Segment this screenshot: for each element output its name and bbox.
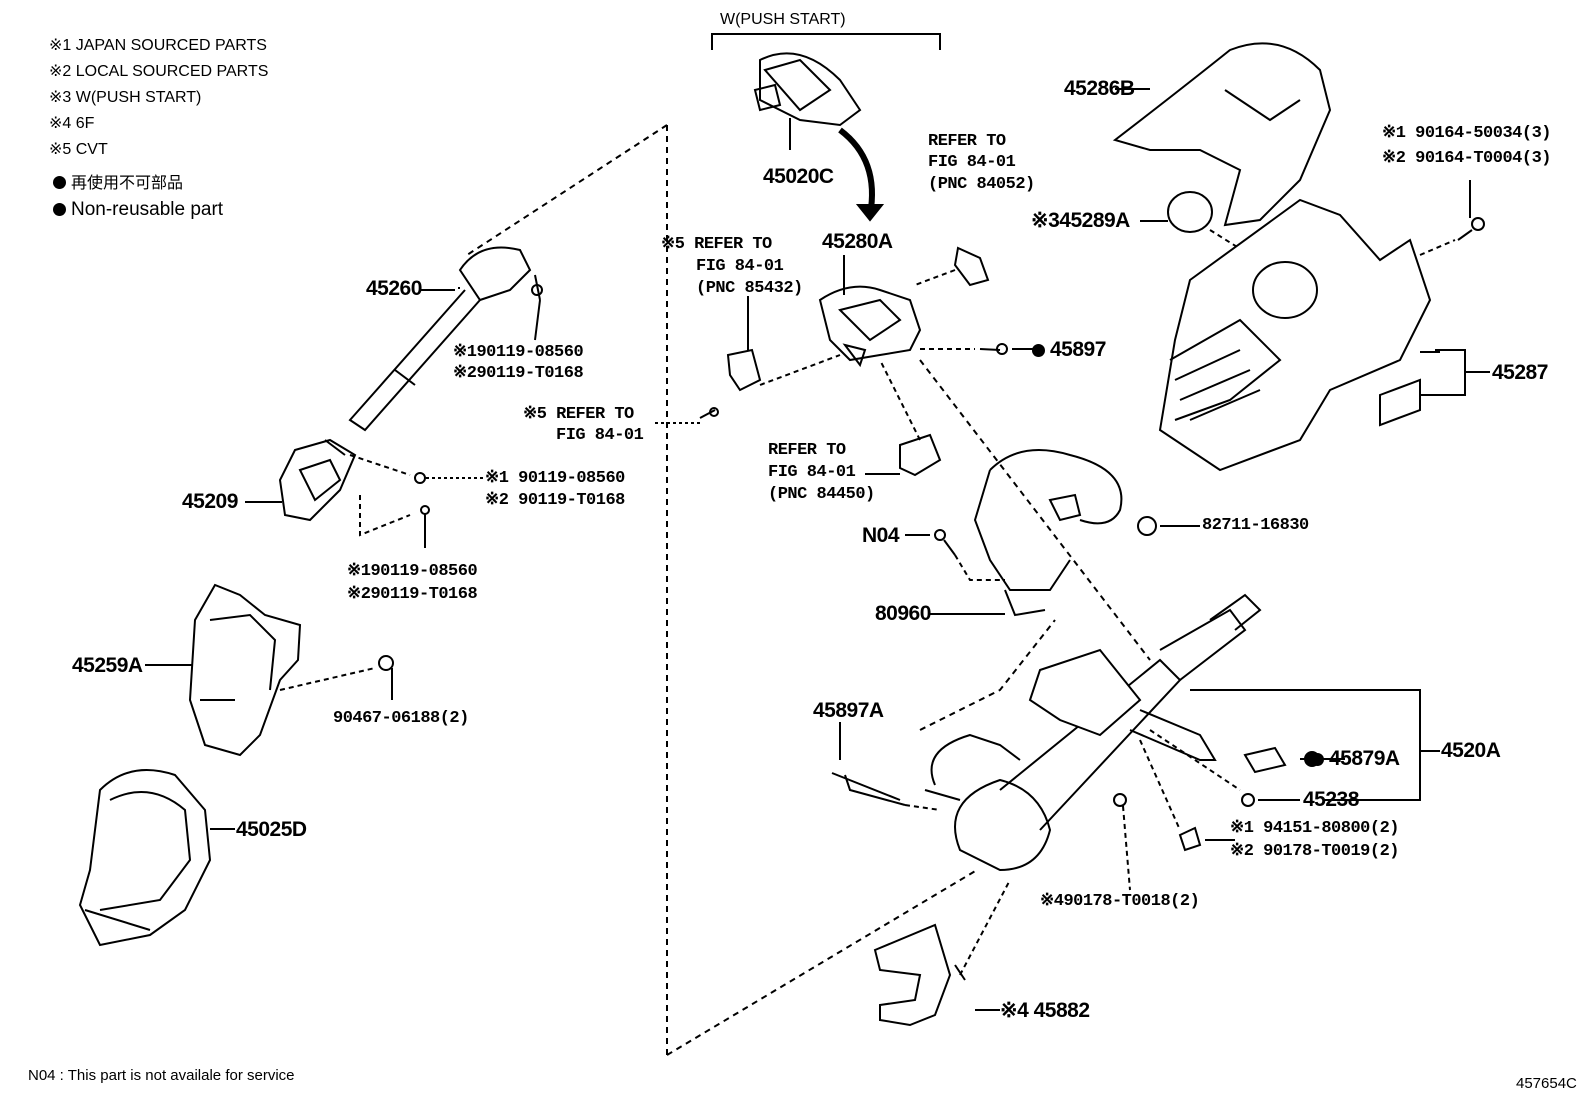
part-label-45238[interactable]: 45238 [1303,788,1359,811]
legend-non-reusable-jp: 再使用不可部品 [53,176,183,192]
part-label-4520A[interactable]: 4520A [1441,739,1501,762]
bolt-label-90119-T0168-b[interactable]: ※2 90119-T0168 [485,491,625,510]
legend-item-6f: ※4 6F [49,115,95,132]
legend-item-local: ※2 LOCAL SOURCED PARTS [49,63,269,80]
footer-note: N04 : This part is not availale for serv… [28,1067,295,1084]
bolt-label-90119-T0168-c[interactable]: ※290119-T0168 [347,585,478,604]
ignition-switch-45020C [753,52,862,150]
diagram-id: 457654C [1516,1075,1577,1092]
ref-85432-line2: FIG 84-01 [696,257,784,276]
ref-84052-line1: REFER TO [928,132,1006,151]
part-label-45882[interactable]: ※4 45882 [1000,999,1090,1022]
ref-84052-line3: (PNC 84052) [928,175,1035,194]
lower-cover-45287 [1158,198,1432,472]
bolt-label-94151-80800[interactable]: ※1 94151-80800(2) [1230,819,1399,838]
part-label-N04[interactable]: N04 [862,524,900,547]
ref-84-01-line1: ※5 REFER TO [523,405,634,424]
part-label-45897[interactable]: 45897 [1032,339,1106,360]
dust-boot-45025D [78,769,212,947]
ref-84450-line3: (PNC 84450) [768,485,875,504]
bolt-label-90119-T0168-a[interactable]: ※290119-T0168 [453,364,584,383]
switch-housing-45280A [818,255,922,368]
bolt-label-90164-T0004[interactable]: ※2 90164-T0004(3) [1382,149,1551,168]
ref-84052-line2: FIG 84-01 [928,153,1016,172]
upper-cover-45286B [1112,42,1332,227]
part-label-45879A[interactable]: 45879A [1311,748,1400,769]
bolt-label-90164-50034[interactable]: ※1 90164-50034(3) [1382,124,1551,143]
part-label-90178-T0018[interactable]: ※490178-T0018(2) [1040,892,1200,911]
push-start-group-label: W(PUSH START) [720,11,846,28]
part-label-45897A[interactable]: 45897A [813,699,884,722]
part-label-45280A[interactable]: 45280A [822,230,893,253]
intermediate-shaft-45260 [348,246,532,432]
bolt-label-90119-08560-c[interactable]: ※190119-08560 [347,562,478,581]
part-label-45209[interactable]: 45209 [182,490,238,513]
part-label-80960[interactable]: 80960 [875,602,931,625]
part-label-45287[interactable]: 45287 [1492,361,1548,384]
part-label-45289A[interactable]: ※345289A [1031,209,1130,232]
ref-85432-line3: (PNC 85432) [696,279,803,298]
legend-item-push-start: ※3 W(PUSH START) [49,89,202,106]
ref-84450-line1: REFER TO [768,441,846,460]
push-start-bracket [711,33,941,50]
legend-item-japan: ※1 JAPAN SOURCED PARTS [49,37,267,54]
bolt-label-90178-T0019[interactable]: ※2 90178-T0019(2) [1230,842,1399,861]
ref-84-01-line2: FIG 84-01 [556,426,644,445]
part-label-45286B[interactable]: 45286B [1064,77,1135,100]
part-label-90467-06188[interactable]: 90467-06188(2) [333,709,469,728]
bolt-label-90119-08560-b[interactable]: ※1 90119-08560 [485,469,625,488]
part-label-45259A[interactable]: 45259A [72,654,143,677]
part-label-82711-16830[interactable]: 82711-16830 [1202,516,1309,535]
wire-harness-80960 [973,449,1123,617]
legend-non-reusable-en: Non-reusable part [53,200,223,219]
universal-joint-45209 [278,438,357,522]
part-label-45260[interactable]: 45260 [366,277,422,300]
bracket-45882 [873,923,966,1027]
ref-84450-line2: FIG 84-01 [768,463,856,482]
bolt-label-90119-08560-a[interactable]: ※190119-08560 [453,343,584,362]
ref-85432-line1: ※5 REFER TO [661,235,772,254]
legend-item-cvt: ※5 CVT [49,141,108,158]
column-cover-45259A [188,583,302,757]
cap-45289A [1167,191,1213,233]
part-label-45020C[interactable]: 45020C [763,165,834,188]
steering-column-assembly-4520A [924,593,1262,872]
part-label-45025D[interactable]: 45025D [236,818,307,841]
